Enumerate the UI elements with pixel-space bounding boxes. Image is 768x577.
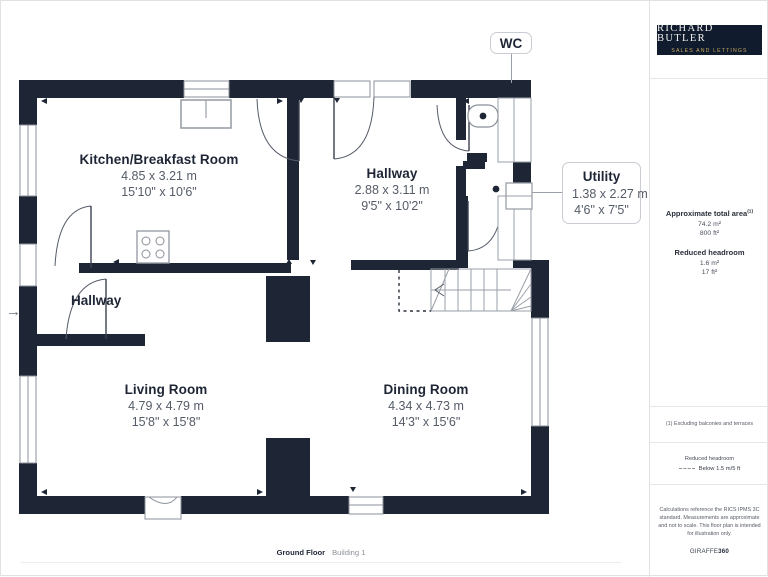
room-label-living-room: Living Room 4.79 x 4.79 m 15'8" x 15'8": [93, 381, 239, 430]
wc-fixtures-group: [467, 97, 532, 163]
entrance-arrow-icon: →: [6, 303, 21, 320]
wc-leader-line: [511, 51, 512, 83]
dimension-ticks-group: [41, 98, 527, 495]
callout-utility[interactable]: Utility 1.38 x 2.27 m 4'6" x 7'5": [562, 162, 648, 225]
room-dim-imperial: 15'10" x 10'6": [121, 185, 197, 200]
brand-logo-cell[interactable]: RICHARD BUTLER SALES AND LETTINGS: [650, 1, 768, 79]
walls-group: [19, 80, 549, 514]
callout-name: Utility: [582, 169, 621, 184]
legend-cell: Reduced headroom Below 1.5 m/5 ft: [650, 443, 768, 485]
provider-prefix: GIRAFFE: [689, 547, 719, 555]
disclaimer-text: Calculations reference the RICS IPMS 3C …: [658, 507, 761, 537]
room-dim-metric: 4.34 x 4.73 m: [388, 399, 464, 414]
room-name: Hallway: [366, 166, 418, 181]
provider-brand: GIRAFFE360: [690, 548, 729, 555]
legend-row: Below 1.5 m/5 ft: [678, 465, 741, 472]
reduced-headroom-boundary: [398, 270, 431, 312]
room-label-hallway-secondary: Hallway: [71, 293, 122, 308]
callout-wc[interactable]: WC: [490, 32, 532, 54]
callout-dim-metric: 1.38 x 2.27 m: [572, 186, 648, 201]
legend-title: Reduced headroom: [684, 455, 735, 462]
reduced-headroom-imperial: 17 ft²: [701, 269, 718, 276]
footnote-cell: (1) Excluding balconies and terraces: [650, 407, 768, 443]
footer-divider: [21, 562, 621, 563]
info-sidebar: RICHARD BUTLER SALES AND LETTINGS Approx…: [649, 1, 768, 577]
footnote-text: (1) Excluding balconies and terraces: [665, 420, 754, 427]
brand-name: RICHARD BUTLER: [657, 22, 714, 45]
windows-group: [19, 80, 549, 520]
room-dim-metric: 4.79 x 4.79 m: [128, 399, 204, 414]
floorplan-canvas[interactable]: Kitchen/Breakfast Room 4.85 x 3.21 m 15'…: [1, 1, 648, 577]
total-area-footnote-marker: (1): [747, 209, 754, 215]
plan-footer: Ground Floor Building 1: [1, 541, 641, 563]
room-label-kitchen: Kitchen/Breakfast Room 4.85 x 3.21 m 15'…: [79, 151, 239, 200]
callout-dim-imperial: 4'6" x 7'5": [574, 202, 629, 217]
total-area-heading: Approximate total area(1): [665, 209, 754, 218]
brand-logo: RICHARD BUTLER SALES AND LETTINGS: [657, 22, 762, 55]
brand-tagline: SALES AND LETTINGS: [671, 47, 748, 54]
utility-leader-line: [532, 192, 563, 193]
disclaimer-cell: Calculations reference the RICS IPMS 3C …: [650, 485, 768, 577]
reduced-headroom-heading: Reduced headroom: [674, 248, 745, 257]
room-label-hallway: Hallway 2.88 x 3.11 m 9'5" x 10'2": [329, 165, 455, 214]
room-dim-metric: 4.85 x 3.21 m: [121, 169, 197, 184]
area-summary-cell: Approximate total area(1) 74.2 m² 800 ft…: [650, 79, 768, 407]
room-dim-imperial: 15'8" x 15'8": [131, 415, 201, 430]
dashed-line-swatch: [678, 468, 695, 469]
room-name: Living Room: [124, 382, 208, 397]
kitchen-fixtures-group: [136, 99, 232, 264]
room-name: Kitchen/Breakfast Room: [79, 152, 239, 167]
total-area-imperial: 800 ft²: [699, 230, 720, 237]
floorplan-drawing: [19, 80, 549, 520]
footer-floor-label: Ground Floor: [276, 547, 326, 557]
provider-suffix: 360: [718, 547, 730, 555]
total-area-metric: 74.2 m²: [697, 220, 722, 228]
legend-label: Below 1.5 m/5 ft: [698, 465, 741, 472]
footer-building-label: Building 1: [332, 547, 366, 557]
callout-name: WC: [499, 36, 523, 51]
staircase-group: [430, 268, 532, 312]
utility-fixtures-group: [492, 182, 533, 261]
room-name: Dining Room: [383, 382, 469, 397]
room-label-dining-room: Dining Room 4.34 x 4.73 m 14'3" x 15'6": [353, 381, 499, 430]
room-dim-imperial: 9'5" x 10'2": [361, 199, 423, 214]
reduced-headroom-metric: 1.6 m²: [699, 259, 720, 267]
room-dim-imperial: 14'3" x 15'6": [391, 415, 461, 430]
room-dim-metric: 2.88 x 3.11 m: [354, 183, 430, 198]
